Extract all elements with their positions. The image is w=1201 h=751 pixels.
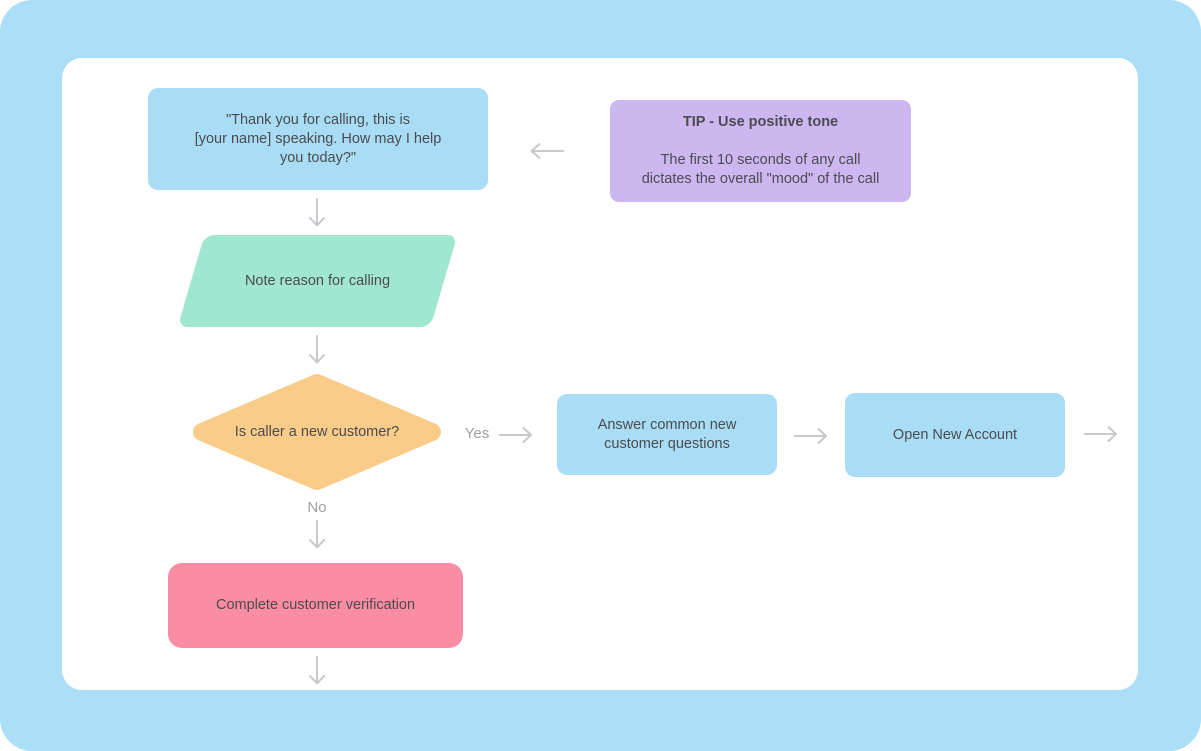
right-arrow-icon xyxy=(1084,426,1117,442)
down-arrow-icon xyxy=(309,198,325,227)
down-arrow-icon xyxy=(309,520,325,549)
tip-title: TIP - Use positive tone xyxy=(682,114,839,130)
node-decision-label: Is caller a new customer? xyxy=(193,374,441,490)
down-arrow-icon xyxy=(309,335,325,364)
node-decision-shape[interactable] xyxy=(193,374,441,490)
node-note-reason-label: Note reason for calling xyxy=(191,235,444,327)
node-answer-questions[interactable]: Answer common new customer questions xyxy=(557,394,777,475)
right-arrow-icon xyxy=(499,427,532,443)
tip-body: The first 10 seconds of any call dictate… xyxy=(641,152,880,187)
node-open-account[interactable]: Open New Account xyxy=(845,393,1065,477)
down-arrow-icon xyxy=(309,656,325,685)
node-open-account-text: Open New Account xyxy=(892,426,1018,443)
node-verification-text: Complete customer verification xyxy=(215,597,416,613)
node-tip[interactable]: TIP - Use positive tone The first 10 sec… xyxy=(610,100,911,202)
node-greeting-text: "Thank you for calling, this is [your na… xyxy=(194,111,442,166)
branch-label-no: No xyxy=(307,499,327,516)
left-arrow-icon xyxy=(530,143,564,159)
node-note-reason-text: Note reason for calling xyxy=(244,272,391,289)
node-answer-questions-text: Answer common new customer questions xyxy=(597,416,737,452)
node-greeting[interactable]: "Thank you for calling, this is [your na… xyxy=(148,88,488,190)
right-arrow-icon xyxy=(794,428,827,444)
node-verification[interactable]: Complete customer verification xyxy=(168,563,463,648)
node-decision-text: Is caller a new customer? xyxy=(234,423,400,440)
branch-label-yes: Yes xyxy=(464,425,490,442)
